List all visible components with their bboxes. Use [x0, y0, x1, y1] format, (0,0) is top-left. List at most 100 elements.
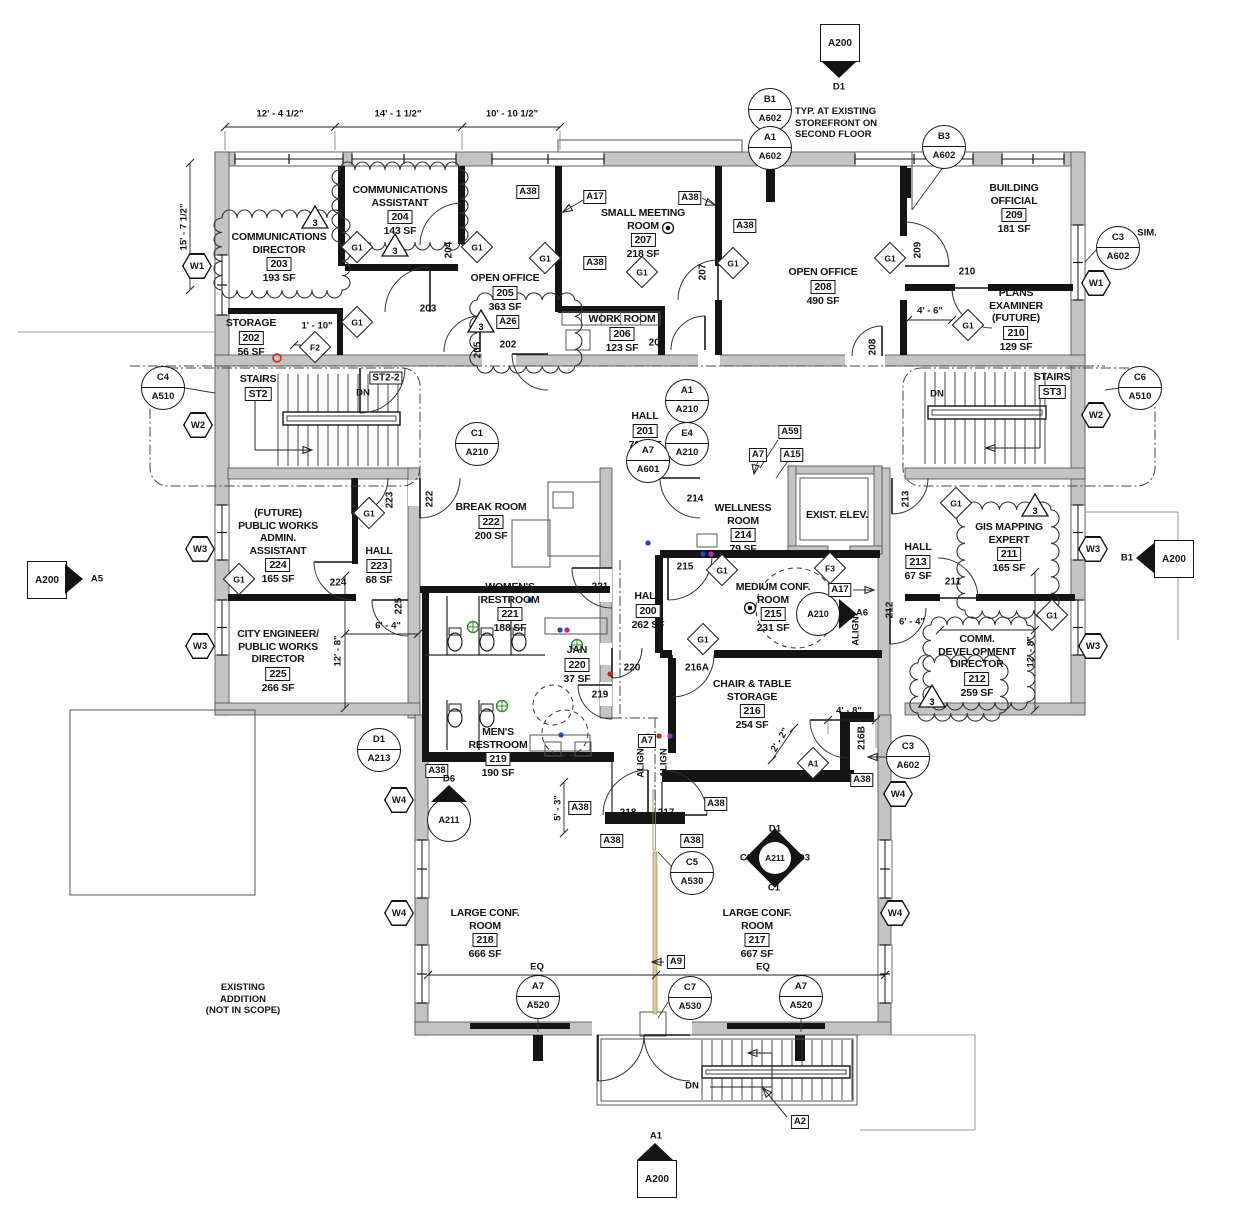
- keynote-label: F3: [825, 563, 835, 573]
- room-name-line: ASSISTANT: [249, 544, 307, 557]
- room-name-line: PUBLIC WORKS: [238, 519, 318, 532]
- callout-detail-number: A1: [666, 380, 708, 401]
- room-area: 490 SF: [806, 294, 840, 307]
- wall-type-label: W2: [1082, 403, 1110, 427]
- keynote-label: G1: [351, 317, 363, 327]
- section-marker-label: B1: [1120, 552, 1134, 564]
- callout-label: A210: [807, 609, 829, 619]
- room-number: 223: [366, 558, 392, 573]
- revision-triangle-label: 3: [392, 246, 397, 256]
- view-ref-a6: A6: [856, 607, 868, 619]
- dimension-text: 4' - 6": [917, 305, 943, 317]
- room-name-line: ROOM: [741, 919, 773, 932]
- room-number-row: 215: [736, 606, 811, 622]
- dimension-text: 6' - 4": [375, 620, 401, 632]
- dimension-text: 5' - 3": [552, 795, 564, 821]
- room-number: 200: [635, 603, 661, 618]
- keynote-box-a38: A38: [678, 191, 702, 205]
- door-tag-216b: 216B: [856, 726, 868, 750]
- callout-detail-number: A7: [627, 440, 669, 461]
- door-tag-215: 215: [676, 561, 694, 573]
- room-name-line: LARGE CONF.: [450, 907, 520, 919]
- keynote-label: G1: [962, 320, 974, 330]
- door-tag-213: 213: [900, 490, 912, 508]
- note-line: SIM.: [1137, 227, 1157, 239]
- room-name-line: EXIST. ELEV.: [806, 509, 868, 521]
- room-number: 204: [387, 210, 413, 224]
- room-area: 254 SF: [735, 719, 769, 731]
- room-name-line: WELLNESS: [714, 502, 772, 514]
- callout-sheet-number: A213: [367, 753, 391, 764]
- room-name-line: HALL: [631, 410, 659, 422]
- wall-type-marker-w1: W1: [1081, 270, 1111, 296]
- room-name-line: ROOM: [469, 919, 501, 932]
- door-tag-219: 219: [591, 689, 609, 701]
- door-tag-208: 208: [867, 338, 879, 356]
- callout-sheet-number: A601: [636, 464, 660, 475]
- revision-triangle-label: 3: [478, 322, 483, 332]
- room-number: 213: [905, 554, 931, 569]
- room-name-line: WORK ROOM: [588, 313, 656, 325]
- note-line: C1: [767, 882, 781, 894]
- keynote-box-a7: A7: [748, 448, 768, 462]
- room-number: 219: [485, 752, 511, 766]
- room-area: 218 SF: [626, 248, 660, 260]
- room-number: 203: [266, 257, 292, 271]
- room-number-row: 204: [353, 209, 448, 225]
- room-name-line: STAIRS: [1033, 371, 1071, 383]
- room-name-line: DIRECTOR: [950, 658, 1004, 670]
- callout-detail-number: E4: [666, 423, 708, 444]
- keynote-label: G1: [716, 565, 728, 575]
- keynote-label: G1: [363, 508, 375, 518]
- down-label: DN: [356, 387, 370, 399]
- note-line: DN: [685, 1080, 699, 1092]
- room-number-row: 212: [938, 671, 1016, 687]
- room-area: 193 SF: [262, 272, 296, 284]
- callout-sheet-number: A602: [932, 150, 956, 161]
- keynote-box-a59: A59: [778, 425, 802, 439]
- room-name-line: GIS MAPPING: [975, 521, 1043, 533]
- dimension-text: 12' - 4 1/2": [256, 108, 304, 120]
- note-line: ADDITION: [220, 993, 266, 1005]
- note-line: ALIGN: [850, 616, 862, 646]
- note-line: DN: [356, 387, 370, 399]
- room-area: 56 SF: [237, 345, 265, 358]
- wall-type-label: W3: [1079, 634, 1107, 658]
- keynote-label: G1: [950, 498, 962, 508]
- door-tag-203: 203: [419, 303, 437, 315]
- room-area: 259 SF: [960, 686, 994, 699]
- room-name-line: PLANS: [998, 287, 1034, 299]
- room-number-row: 217: [723, 932, 792, 948]
- room-area: 123 SF: [605, 341, 639, 354]
- callout-sheet-number: A530: [680, 876, 704, 887]
- sim-note: SIM.: [1137, 227, 1157, 239]
- callout-detail-number: A7: [517, 976, 559, 997]
- section-marker-sheet: A200: [637, 1160, 677, 1198]
- callout-sheet-number: A602: [896, 760, 920, 771]
- dimension-text: 15' - 7 1/2": [178, 203, 190, 251]
- callout-sheet-number: A602: [758, 151, 782, 162]
- room-area: 165 SF: [992, 562, 1026, 574]
- room-number: 214: [730, 528, 756, 542]
- room-number: 220: [564, 657, 590, 672]
- callout-detail-number: D1: [358, 729, 400, 750]
- note-line: ALIGN: [658, 748, 670, 778]
- room-name-line: BUILDING: [989, 182, 1039, 194]
- callout-label: A211: [438, 815, 460, 825]
- callout-detail-number: C3: [1097, 227, 1139, 248]
- room-name-line: CHAIR & TABLE: [712, 678, 792, 690]
- room-number: 216: [739, 704, 765, 718]
- note-line: D6: [442, 773, 456, 785]
